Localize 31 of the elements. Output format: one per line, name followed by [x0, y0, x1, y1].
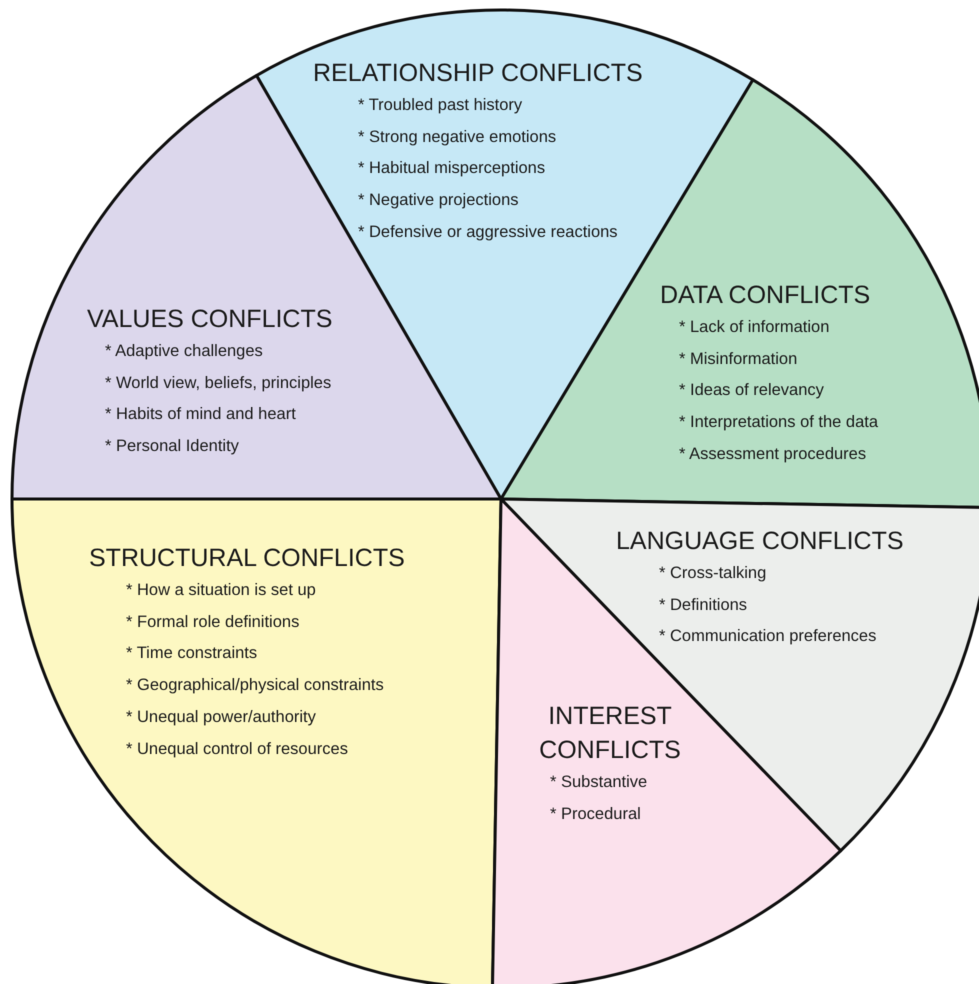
- list-item: * Personal Identity: [105, 436, 239, 458]
- sector-heading: LANGUAGE CONFLICTS: [616, 526, 904, 557]
- list-item: * Definitions: [659, 594, 748, 616]
- list-item: * Unequal power/authority: [126, 706, 316, 728]
- sector-heading: RELATIONSHIP CONFLICTS: [313, 58, 643, 89]
- list-item: * Misinformation: [679, 348, 798, 370]
- list-item: * Unequal control of resources: [126, 738, 348, 760]
- list-item: * Strong negative emotions: [358, 126, 556, 148]
- list-item: * World view, beliefs, principles: [105, 372, 332, 394]
- list-item: * Adaptive challenges: [105, 341, 263, 362]
- list-item: * Formal role definitions: [126, 612, 300, 633]
- list-item: * Interpretations of the data: [679, 412, 878, 434]
- sector-heading: VALUES CONFLICTS: [87, 304, 332, 335]
- sector-heading: STRUCTURAL CONFLICTS: [89, 543, 405, 574]
- list-item: * Ideas of relevancy: [679, 380, 824, 402]
- list-item: * Habitual misperceptions: [358, 158, 546, 180]
- list-item: * Communication preferences: [659, 626, 876, 648]
- list-item: * Geographical/physical constraints: [126, 675, 384, 696]
- sector-heading: DATA CONFLICTS: [660, 280, 872, 311]
- list-item: * Substantive: [550, 772, 648, 793]
- list-item: * Lack of information: [679, 317, 830, 338]
- list-item: * Troubled past history: [358, 95, 522, 116]
- list-item: * Procedural: [550, 804, 641, 825]
- sector-heading: INTEREST CONFLICTS: [538, 701, 682, 766]
- list-item: * Time constraints: [126, 643, 258, 664]
- list-item: * Negative projections: [358, 190, 519, 212]
- list-item: * Assessment procedures: [679, 444, 866, 465]
- list-item: * Defensive or aggressive reactions: [358, 222, 618, 243]
- list-item: * How a situation is set up: [126, 580, 316, 601]
- list-item: * Cross-talking: [659, 563, 766, 584]
- list-item: * Habits of mind and heart: [105, 404, 296, 426]
